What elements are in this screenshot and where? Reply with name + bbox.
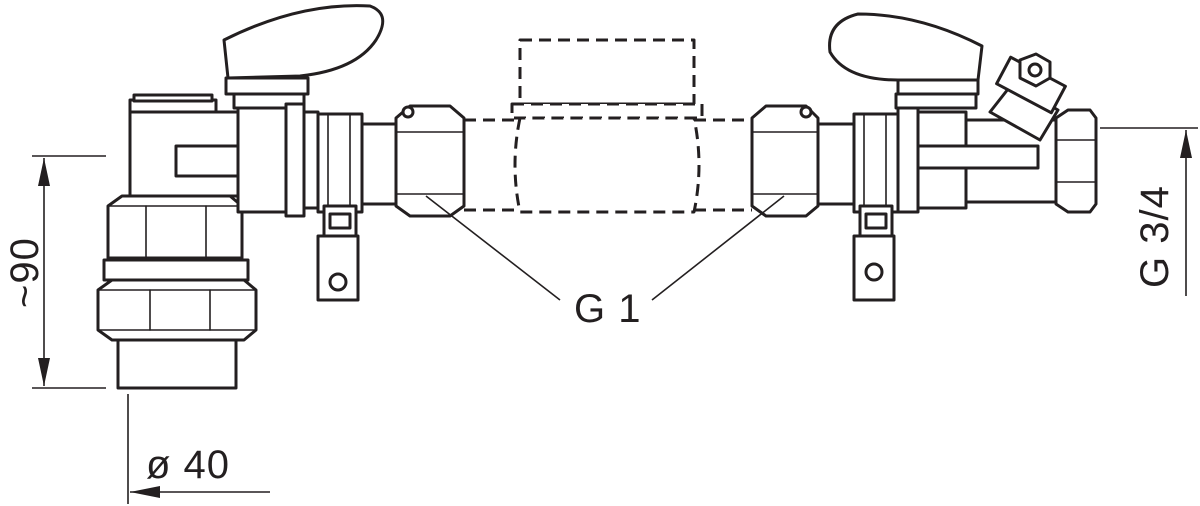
- thread-g1-label: G 1: [574, 287, 641, 331]
- left-bottom-connection: [96, 194, 258, 390]
- thread-g1-leaders: [425, 195, 785, 301]
- outlet-dimension: [1100, 127, 1198, 296]
- right-union-nut: [750, 104, 820, 218]
- diameter-dimension-label: ø 40: [146, 443, 230, 487]
- left-angle-valve: [128, 4, 398, 218]
- right-straight-valve: [816, 12, 1098, 214]
- water-meter-outline: [464, 38, 752, 214]
- right-wall-bracket: [852, 204, 896, 302]
- left-union-nut: [394, 104, 466, 218]
- height-dimension: [32, 155, 106, 389]
- diameter-dimension: [127, 394, 270, 504]
- height-dimension-label: ~90: [3, 237, 47, 308]
- left-wall-bracket: [316, 204, 360, 302]
- thread-g34-label: G 3/4: [1133, 185, 1177, 288]
